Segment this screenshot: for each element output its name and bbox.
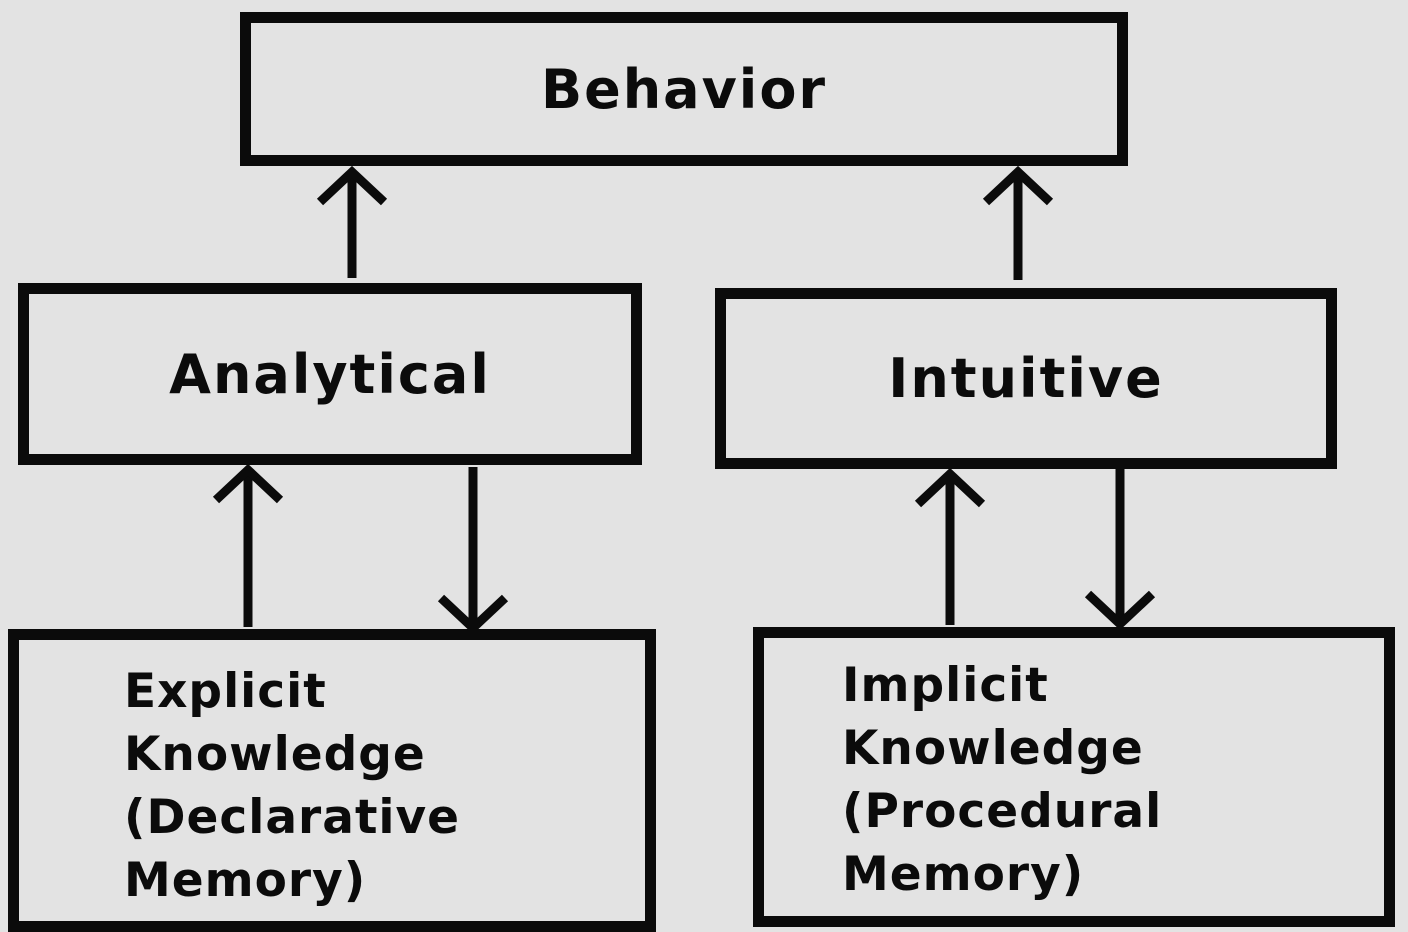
implicit-knowledge-label: Implicit Knowledge (Procedural Memory) — [842, 654, 1162, 906]
implicit-line-3: (Procedural — [842, 784, 1163, 839]
explicit-line-1: Explicit — [124, 664, 327, 719]
explicit-knowledge-node — [8, 629, 656, 932]
analytical-label: Analytical — [169, 342, 491, 406]
implicit-line-4: Memory) — [842, 847, 1085, 902]
arrow-analytical-to-behavior — [316, 165, 388, 278]
arrow-analytical-to-explicit — [437, 467, 509, 635]
arrow-implicit-to-intuitive — [914, 467, 986, 625]
explicit-line-3: (Declarative — [124, 790, 461, 845]
implicit-line-1: Implicit — [842, 658, 1049, 713]
arrow-intuitive-to-implicit — [1084, 465, 1156, 631]
intuitive-label: Intuitive — [888, 347, 1164, 410]
explicit-line-2: Knowledge — [124, 727, 426, 782]
arrow-intuitive-to-behavior — [982, 165, 1054, 280]
arrow-explicit-to-analytical — [212, 463, 284, 627]
behavior-label: Behavior — [540, 57, 828, 121]
intuitive-node: Intuitive — [715, 288, 1337, 469]
explicit-line-4: Memory) — [124, 853, 367, 908]
implicit-line-2: Knowledge — [842, 721, 1144, 776]
explicit-knowledge-label: Explicit Knowledge (Declarative Memory) — [124, 660, 460, 912]
analytical-node: Analytical — [18, 283, 642, 465]
behavior-node: Behavior — [240, 12, 1128, 166]
implicit-knowledge-node — [753, 627, 1395, 927]
